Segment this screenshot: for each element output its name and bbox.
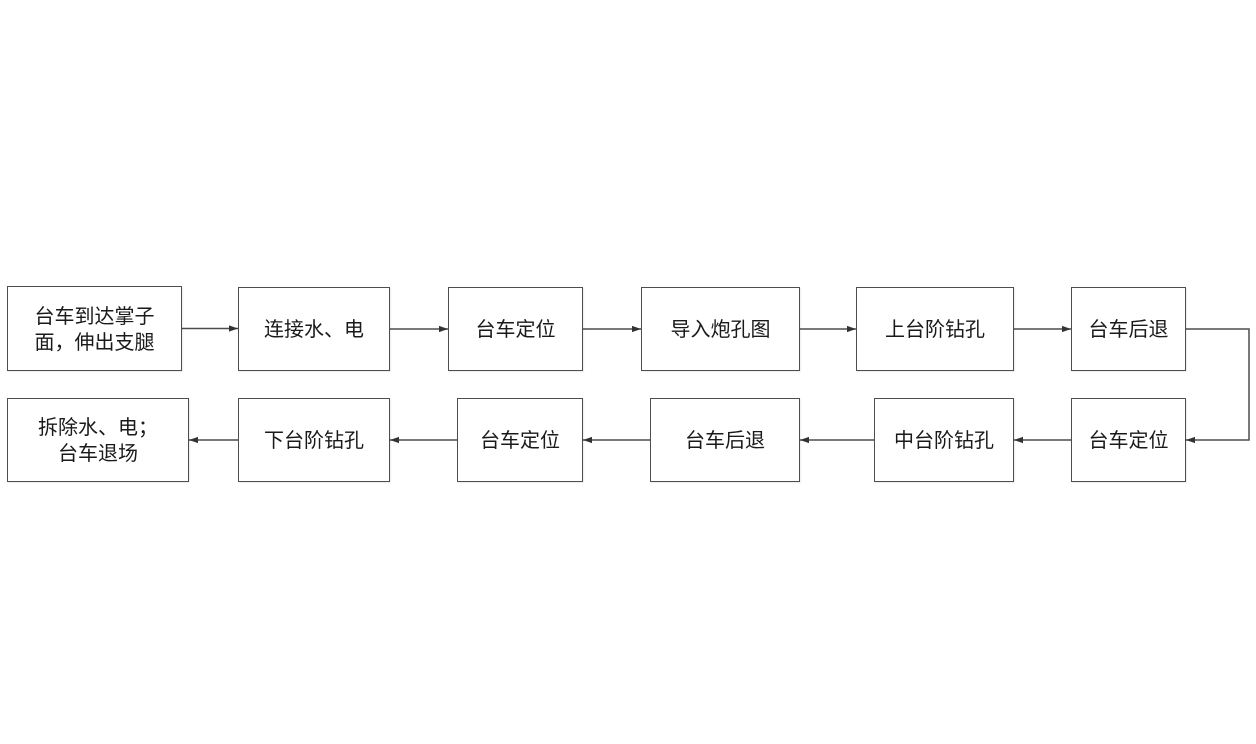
- flow-arrow-n6-to-n7: [1186, 328, 1250, 444]
- step-label: 中台阶钻孔: [894, 428, 994, 452]
- step-label: 下台阶钻孔: [264, 428, 364, 452]
- step-box-arrive-at-face: 台车到达掌子 面，伸出支腿: [7, 286, 182, 371]
- step-box-retreat-1: 台车后退: [1071, 287, 1186, 371]
- step-box-position-2: 台车定位: [1071, 398, 1186, 482]
- step-label: 台车后退: [1088, 317, 1169, 341]
- step-box-middle-bench-drilling: 中台阶钻孔: [874, 398, 1014, 482]
- step-box-position-3: 台车定位: [457, 398, 583, 482]
- step-box-retreat-2: 台车后退: [650, 398, 800, 482]
- step-label: 台车后退: [685, 428, 765, 452]
- step-box-remove-and-exit: 拆除水、电； 台车退场: [7, 398, 189, 482]
- step-label-line-2: 面，伸出支腿: [34, 329, 155, 354]
- step-box-lower-bench-drilling: 下台阶钻孔: [238, 398, 390, 482]
- step-box-upper-bench-drilling: 上台阶钻孔: [856, 287, 1014, 371]
- step-box-import-blasthole-map: 导入炮孔图: [641, 287, 800, 371]
- step-label: 台车定位: [480, 428, 560, 452]
- step-label: 连接水、电: [264, 317, 364, 341]
- step-label: 台车定位: [475, 317, 556, 341]
- step-box-connect-water-power: 连接水、电: [238, 287, 390, 371]
- step-label-line-2: 台车退场: [58, 441, 138, 465]
- step-label: 台车定位: [1088, 428, 1169, 452]
- step-label: 导入炮孔图: [670, 317, 771, 341]
- step-box-position-1: 台车定位: [448, 287, 583, 371]
- step-label: 上台阶钻孔: [885, 317, 985, 341]
- step-label-line-1: 拆除水、电；: [38, 415, 158, 439]
- step-label-line-1: 台车到达掌子: [34, 303, 155, 328]
